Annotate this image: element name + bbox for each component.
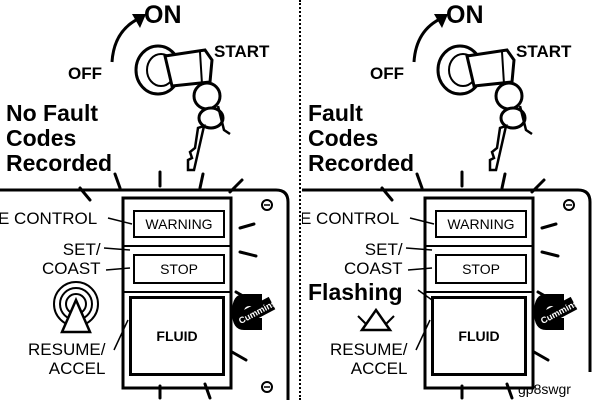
resume-accel-label: RESUME/ ACCEL (330, 340, 408, 378)
cummins-logo: Cummins (232, 294, 278, 330)
key-icon (186, 81, 231, 172)
key-icon (488, 81, 533, 172)
switch-off-label: OFF (370, 64, 404, 83)
switch-start-label: START (214, 42, 270, 61)
leader-lines (405, 217, 435, 351)
key-turn-arrow (110, 16, 141, 63)
lamp-glow-rays (380, 170, 560, 400)
switch-start-label: START (516, 42, 572, 61)
fluid-lamp-label: FLUID (156, 328, 198, 344)
flashing-label: Flashing (308, 279, 403, 305)
ignition-switch-icon (134, 44, 214, 96)
cruise-control-label: E CONTROL (302, 209, 400, 228)
ignition-switch-icon (436, 44, 516, 96)
toggle-switch-icon (357, 307, 395, 332)
switch-on-label: ON (144, 1, 182, 29)
stop-lamp-label: STOP (462, 261, 500, 277)
panel-divider (299, 0, 301, 400)
warning-lamp-label: WARNING (447, 216, 515, 232)
arrow-head-icon (132, 14, 146, 28)
warning-lamp: WARNING (133, 210, 225, 238)
figure-code: gp8swgr (518, 381, 571, 397)
cruise-control-label: E CONTROL (0, 209, 98, 228)
fluid-lamp: FLUID (431, 296, 527, 376)
toggle-switch-icon (53, 281, 99, 334)
switch-on-label: ON (446, 1, 484, 29)
status-label: No Fault Codes Recorded (6, 100, 113, 176)
stop-lamp: STOP (435, 254, 527, 284)
fluid-lamp: FLUID (129, 296, 225, 376)
status-label: Fault Codes Recorded (308, 100, 415, 176)
set-coast-label: SET/ COAST (344, 240, 403, 278)
cummins-logo: Cummins (534, 294, 580, 330)
lamp-glow-rays (78, 170, 258, 400)
panel-fault: Cummins ON OFF START Fault Codes Recorde… (302, 0, 600, 400)
warning-lamp-label: WARNING (145, 216, 213, 232)
panel-no-fault: Cummins ON OFF START No Fault Codes Reco… (0, 1, 290, 400)
warning-lamp: WARNING (435, 210, 527, 238)
switch-off-label: OFF (68, 64, 102, 83)
resume-accel-label: RESUME/ ACCEL (28, 340, 106, 378)
stop-lamp-label: STOP (160, 261, 198, 277)
arrow-head-icon (434, 14, 448, 28)
set-coast-label: SET/ COAST (42, 240, 101, 278)
fluid-lamp-label: FLUID (458, 328, 500, 344)
key-turn-arrow (412, 16, 443, 63)
leader-lines (103, 217, 133, 351)
stop-lamp: STOP (133, 254, 225, 284)
